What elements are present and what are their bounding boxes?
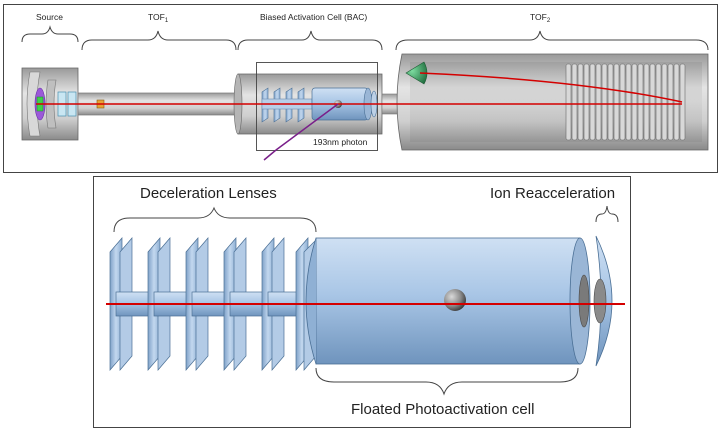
bottom-panel: Deceleration Lenses Ion Reacceleration F…: [93, 176, 631, 428]
photon-beam: [275, 103, 339, 151]
top-braces: [21, 25, 709, 51]
label-tof2-sub: 2: [547, 18, 551, 24]
reflectron-return-beam: [419, 72, 683, 103]
label-floated-photoactivation-cell: Floated Photoactivation cell: [351, 401, 534, 418]
tof2-tube: [396, 53, 709, 151]
label-tof1: TOF1: [148, 12, 169, 24]
brace-source: [21, 25, 79, 43]
brace-reacceleration: [595, 205, 619, 223]
top-panel: Source TOF1 Biased Activation Cell (BAC)…: [3, 4, 718, 173]
reflectron-rings: [565, 63, 686, 141]
label-bac: Biased Activation Cell (BAC): [260, 12, 367, 22]
brace-tof1: [81, 30, 237, 51]
label-ion-reacceleration: Ion Reacceleration: [490, 185, 615, 202]
bac-zoom-box: [256, 62, 378, 151]
brace-floated-cell: [315, 367, 579, 396]
label-source: Source: [36, 12, 63, 22]
photoactivation-cell: [305, 237, 591, 365]
brace-bac: [237, 30, 383, 51]
brace-deceleration: [113, 206, 317, 233]
label-tof2-text: TOF: [530, 12, 547, 22]
label-tof2: TOF2: [530, 12, 551, 24]
reacceleration-lenses: [593, 235, 613, 367]
label-photon: 193nm photon: [313, 137, 368, 147]
bottom-braces: [113, 205, 619, 396]
label-tof1-text: TOF: [148, 12, 165, 22]
brace-tof2: [395, 30, 709, 51]
photoactivation-spot: [444, 289, 466, 311]
label-tof1-sub: 1: [165, 18, 169, 24]
label-deceleration-lenses: Deceleration Lenses: [140, 185, 277, 202]
